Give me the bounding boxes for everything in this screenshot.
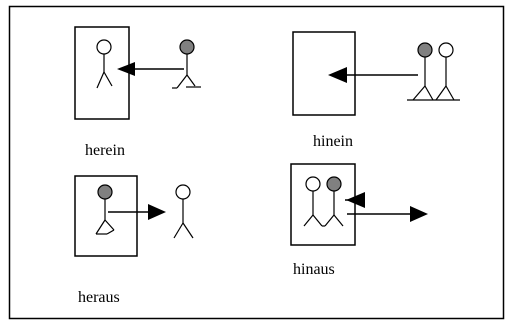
label-hinein: hinein xyxy=(313,133,353,150)
herein-inside-head xyxy=(96,39,112,55)
label-hinaus: hinaus xyxy=(293,261,335,278)
hinaus-person1-head xyxy=(305,176,321,192)
hinein-figure: hinein xyxy=(292,31,460,150)
heraus-figure: heraus xyxy=(74,175,194,306)
hinein-person2-head xyxy=(438,42,454,58)
hinein-person1-head xyxy=(417,42,433,58)
heraus-outside-head xyxy=(175,184,191,200)
herein-figure: herein xyxy=(74,26,201,159)
hinaus-arrow-out xyxy=(347,206,428,222)
outer-frame xyxy=(8,5,505,320)
heraus-inside-head xyxy=(97,184,113,200)
hinaus-person2-head xyxy=(326,176,342,192)
hinaus-persons-inside xyxy=(303,176,344,227)
herein-arrow xyxy=(117,62,184,76)
heraus-person-inside xyxy=(95,184,115,235)
hinaus-room-box xyxy=(290,163,356,246)
herein-person-inside xyxy=(96,39,113,89)
heraus-arrow xyxy=(108,204,166,220)
herein-outside-head xyxy=(179,39,195,55)
heraus-person-outside xyxy=(173,184,194,239)
hinein-arrow xyxy=(328,67,418,83)
hinein-persons-outside xyxy=(407,42,460,101)
hinaus-figure: hinaus xyxy=(290,163,428,278)
herein-person-outside xyxy=(172,39,201,89)
hinaus-arrow-in xyxy=(345,192,365,208)
label-heraus: heraus xyxy=(78,289,120,306)
label-herein: herein xyxy=(85,142,125,159)
